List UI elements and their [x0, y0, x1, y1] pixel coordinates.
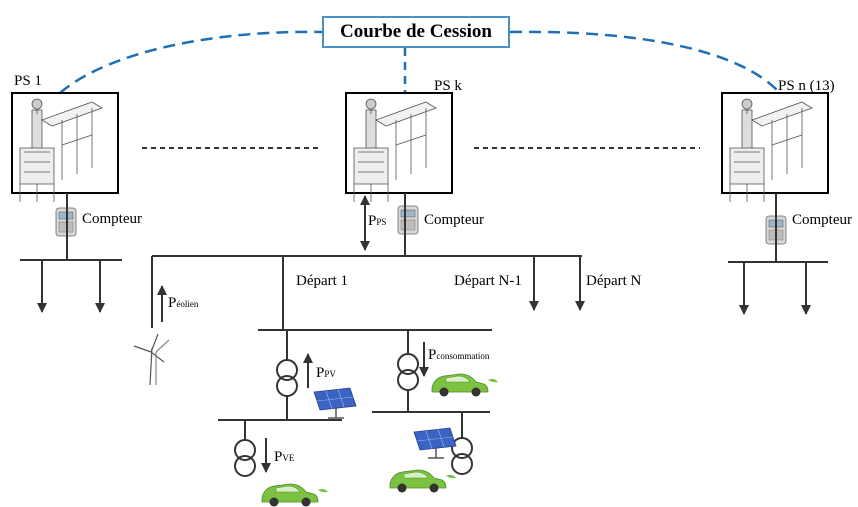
substation-ps-1 [11, 92, 119, 203]
p-ve-label: PVE [274, 449, 295, 465]
meter-label-1: Compteur [82, 211, 142, 227]
meter-label-k: Compteur [424, 212, 484, 228]
branch-consommation [372, 330, 490, 475]
ev-car-icon-consommation [431, 373, 499, 397]
p-eolien-label: Péolien [168, 295, 199, 311]
cession-link-left [59, 30, 323, 94]
depart-n-minus-1-label: Départ N-1 [454, 273, 522, 289]
ps-1-label: PS 1 [14, 73, 42, 89]
ps-n-label: PS n (13) [778, 78, 835, 94]
wind-turbine-icon [133, 333, 170, 386]
depart-1-label: Départ 1 [296, 273, 349, 289]
p-consommation-label: Pconsommation [428, 347, 490, 363]
depart-n-label: Départ N [586, 273, 642, 289]
ev-car-icon-ve [261, 483, 329, 507]
p-pv-label: PPV [316, 365, 336, 381]
ev-car-icon-lower-right [389, 469, 457, 493]
busbar-ps-k [151, 193, 585, 330]
busbar-ps-n [728, 193, 828, 315]
substation-ps-k [345, 92, 453, 203]
p-ps-label: PPS [368, 213, 387, 229]
diagram-title: Courbe de Cession [339, 21, 492, 42]
ps-k-label: PS k [434, 78, 462, 94]
courbe-de-cession-box: Courbe de Cession [322, 16, 510, 48]
busbar-ps-1 [20, 193, 122, 313]
meter-label-n: Compteur [792, 212, 852, 228]
branch-pv [218, 330, 342, 421]
meter-k [397, 205, 419, 235]
cession-link-right [509, 30, 781, 94]
branch-ve [234, 420, 256, 477]
substation-ps-n [721, 92, 829, 203]
solar-panel-icon-2 [413, 427, 457, 459]
solar-panel-icon [313, 387, 357, 419]
